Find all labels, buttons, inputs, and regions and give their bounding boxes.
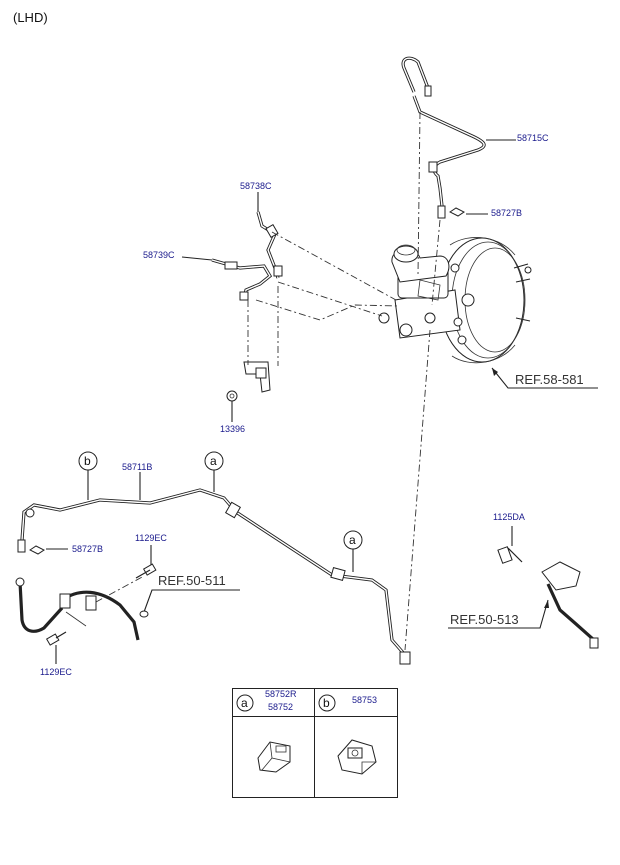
hose-rear-right — [497, 526, 599, 649]
legend-table: a 58752R 58752 b 58753 — [232, 688, 398, 798]
part-58739C: 58739C — [143, 250, 175, 260]
bracket-13396 — [226, 361, 271, 422]
ref-50-513-leader — [448, 599, 549, 629]
clip-58727B-top — [449, 207, 488, 217]
svg-text:a: a — [349, 533, 356, 547]
svg-text:a: a — [210, 454, 217, 468]
part-58727B-top: 58727B — [491, 208, 522, 218]
pipe-58711B — [17, 470, 411, 665]
bolt-1129EC-bottom — [45, 631, 67, 664]
hose-front-left — [15, 575, 145, 641]
connection-lines — [247, 111, 441, 651]
part-58711B: 58711B — [122, 462, 152, 472]
part-58738C: 58738C — [240, 181, 272, 191]
legend-cell-b: b 58753 — [318, 694, 377, 775]
bolt-1129EC-top — [135, 545, 157, 579]
ref-58-581: REF.58-581 — [515, 372, 584, 387]
part-1125DA: 1125DA — [493, 512, 525, 522]
callout-a-upper: a — [204, 451, 224, 471]
variant-label: (LHD) — [13, 10, 48, 25]
svg-text:b: b — [323, 696, 330, 710]
pipe-58715C — [401, 56, 516, 219]
callout-a-lower: a — [343, 530, 363, 550]
svg-text:b: b — [84, 454, 91, 468]
legend-cell-a: a 58752R 58752 — [236, 689, 297, 773]
ref-58-581-leader — [491, 367, 598, 389]
ref-50-511-leader — [139, 589, 240, 618]
part-58715C: 58715C — [517, 133, 549, 143]
callout-b-upper: b — [78, 451, 98, 471]
svg-text:a: a — [241, 696, 248, 710]
legend-part-58753: 58753 — [352, 695, 377, 705]
part-58727B-left: 58727B — [72, 544, 103, 554]
part-1129EC-bottom: 1129EC — [40, 667, 72, 677]
ref-50-513: REF.50-513 — [450, 612, 519, 627]
part-13396: 13396 — [220, 424, 245, 434]
ref-50-511: REF.50-511 — [158, 573, 226, 588]
clip-58727B-left — [29, 545, 68, 555]
part-1129EC-top: 1129EC — [135, 533, 167, 543]
pipe-58739C — [181, 256, 283, 301]
brake-booster-assembly — [378, 237, 532, 364]
legend-part-58752R: 58752R — [265, 689, 297, 699]
legend-part-58752: 58752 — [268, 702, 293, 712]
